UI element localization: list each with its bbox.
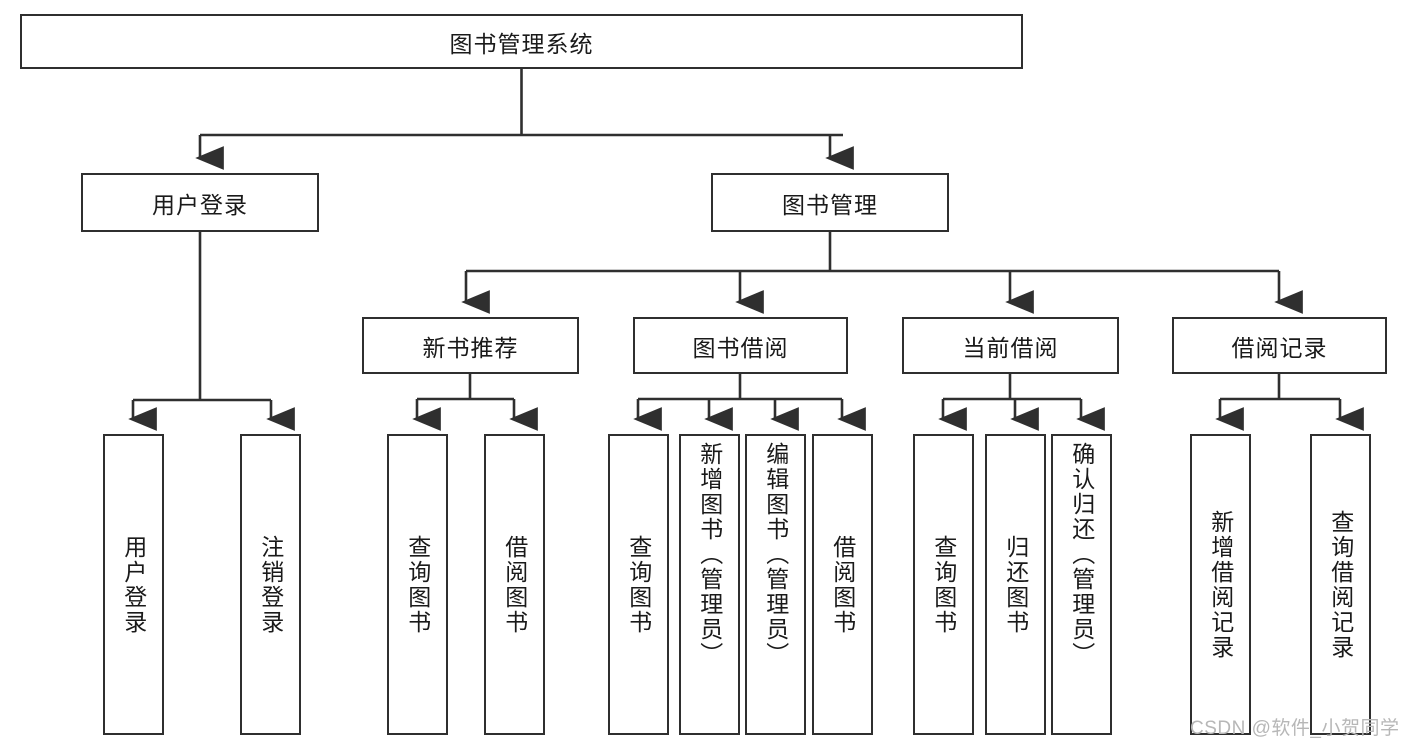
leaf-return-book[interactable]: 归还图书 [985,434,1046,735]
leaf-add-borrow-record[interactable]: 新增借阅记录 [1190,434,1251,735]
node-current-borrow-label: 当前借阅 [962,334,1059,361]
leaf-borrow-book[interactable]: 借阅图书 [812,434,873,735]
leaf-add-book-admin-label: 新增图书（管理员） [696,442,723,667]
node-root-label: 图书管理系统 [449,30,594,57]
leaf-user-logout[interactable]: 注销登录 [240,434,301,735]
leaf-search-book-current[interactable]: 查询图书 [913,434,974,735]
leaf-search-book-recommend[interactable]: 查询图书 [387,434,448,735]
leaf-search-book-current-label: 查询图书 [930,534,957,635]
leaf-borrow-book-recommend[interactable]: 借阅图书 [484,434,545,735]
node-new-book-recommend[interactable]: 新书推荐 [362,317,579,374]
node-book-borrow[interactable]: 图书借阅 [633,317,848,374]
leaf-search-borrow-record-label: 查询借阅记录 [1327,509,1354,660]
leaf-confirm-return-admin-label: 确认归还（管理员） [1068,442,1095,667]
node-root[interactable]: 图书管理系统 [20,14,1023,69]
leaf-edit-book-admin-label: 编辑图书（管理员） [762,442,789,667]
leaf-user-login[interactable]: 用户登录 [103,434,164,735]
leaf-add-book-admin[interactable]: 新增图书（管理员） [679,434,740,735]
leaf-borrow-book-label: 借阅图书 [829,534,856,635]
leaf-search-book-borrow-label: 查询图书 [625,534,652,635]
node-borrow-record[interactable]: 借阅记录 [1172,317,1387,374]
leaf-edit-book-admin[interactable]: 编辑图书（管理员） [745,434,806,735]
leaf-user-login-label: 用户登录 [120,534,147,635]
leaf-add-borrow-record-label: 新增借阅记录 [1207,509,1234,660]
node-book-management[interactable]: 图书管理 [711,173,949,232]
node-new-book-recommend-label: 新书推荐 [422,334,519,361]
node-user-login[interactable]: 用户登录 [81,173,319,232]
leaf-search-book-recommend-label: 查询图书 [404,534,431,635]
leaf-borrow-book-recommend-label: 借阅图书 [501,534,528,635]
node-user-login-label: 用户登录 [152,191,248,218]
leaf-user-logout-label: 注销登录 [257,534,284,635]
node-current-borrow[interactable]: 当前借阅 [902,317,1119,374]
leaf-confirm-return-admin[interactable]: 确认归还（管理员） [1051,434,1112,735]
leaf-search-borrow-record[interactable]: 查询借阅记录 [1310,434,1371,735]
node-book-management-label: 图书管理 [782,191,878,218]
watermark: CSDN @软件_小贺同学 [1190,718,1400,739]
node-borrow-record-label: 借阅记录 [1231,334,1328,361]
leaf-return-book-label: 归还图书 [1002,534,1029,635]
leaf-search-book-borrow[interactable]: 查询图书 [608,434,669,735]
node-book-borrow-label: 图书借阅 [692,334,789,361]
